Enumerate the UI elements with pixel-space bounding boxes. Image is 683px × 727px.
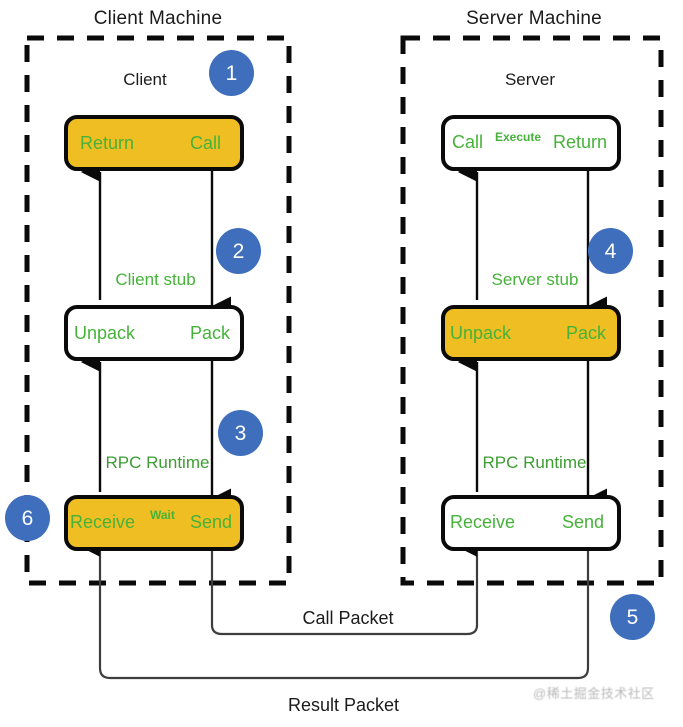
server-app-caption: Server xyxy=(504,70,556,89)
client-runtime-receive-label: Receive xyxy=(70,512,136,532)
call-packet-label: Call Packet xyxy=(302,608,394,628)
client-stub-pack-label: Pack xyxy=(190,323,231,343)
server-app-call-label: Call xyxy=(452,132,484,152)
step-badge-4[interactable]: 4 xyxy=(588,228,633,274)
server-stub-unpack-label: Unpack xyxy=(450,323,512,343)
client-stub-unpack-label: Unpack xyxy=(74,323,136,343)
server-machine-title: Server Machine xyxy=(466,8,602,29)
server-stub-box[interactable] xyxy=(441,305,621,361)
client-runtime-box[interactable] xyxy=(64,495,244,551)
client-stub-box[interactable] xyxy=(64,305,244,361)
step-badge-5[interactable]: 5 xyxy=(610,594,655,640)
client-app-call-label: Call xyxy=(190,133,222,153)
step-badge-1[interactable]: 1 xyxy=(209,50,254,96)
server-app-box[interactable] xyxy=(441,115,621,171)
client-runtime-wait-label: Wait xyxy=(150,508,175,522)
server-stub-pack-label: Pack xyxy=(566,323,607,343)
result-packet-label: Result Packet xyxy=(287,695,400,715)
watermark-text: @稀土掘金技术社区 xyxy=(533,686,655,701)
step-badge-3[interactable]: 3 xyxy=(218,410,263,456)
server-stub-caption: Server stub xyxy=(491,270,579,289)
server-runtime-receive-label: Receive xyxy=(450,512,516,532)
client-app-return-label: Return xyxy=(80,133,135,153)
client-runtime-send-label: Send xyxy=(190,512,233,532)
client-runtime-caption: RPC Runtime xyxy=(105,453,210,472)
client-app-caption: Client xyxy=(123,70,167,89)
server-runtime-caption: RPC Runtime xyxy=(482,453,587,472)
server-runtime-box[interactable] xyxy=(441,495,621,551)
step-badge-2[interactable]: 2 xyxy=(216,228,261,274)
step-badge-6[interactable]: 6 xyxy=(5,495,50,541)
server-app-return-label: Return xyxy=(553,132,608,152)
client-stub-caption: Client stub xyxy=(115,270,196,289)
server-runtime-send-label: Send xyxy=(562,512,605,532)
client-machine-title: Client Machine xyxy=(93,8,223,29)
client-app-box[interactable] xyxy=(64,115,244,171)
server-app-execute-label: Execute xyxy=(495,130,542,144)
